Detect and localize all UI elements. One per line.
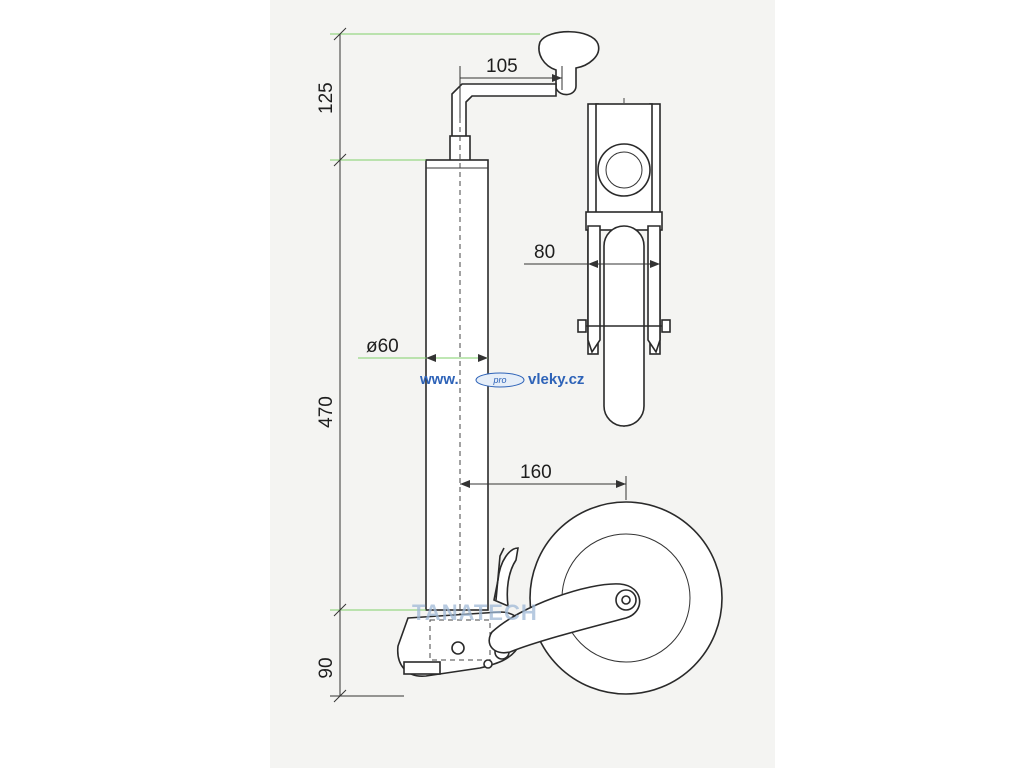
axle-nut-left: [577, 319, 587, 333]
arrow-160-left: [460, 480, 470, 488]
arrow-dia60-right: [478, 354, 488, 362]
watermark-pro-badge: [475, 372, 525, 388]
clamp-bracket-edge: [495, 547, 505, 601]
foot-bolt-3: [483, 659, 493, 669]
tick-tube-bottom: [333, 603, 347, 617]
wheel-swing-arm: [488, 583, 641, 654]
tick-handle: [333, 153, 347, 167]
tick-ground: [333, 689, 347, 703]
tick-top: [333, 27, 347, 41]
arrow-105-right: [552, 74, 562, 82]
dim-label-wheel-width: 80: [534, 242, 555, 263]
handle-knob: [538, 31, 600, 96]
dim-label-wheel-offset: 160: [520, 462, 552, 483]
watermark-url-mid: pro: [492, 375, 506, 385]
arrow-160-right: [616, 480, 626, 488]
dim-label-tube-length: 470: [316, 396, 337, 428]
arrow-dia60-left: [426, 354, 436, 362]
wheel-axle: [621, 595, 631, 605]
watermark-url-right: vleky.cz: [528, 371, 584, 388]
foot-inner-box: [429, 619, 491, 661]
front-view: [577, 98, 671, 430]
watermark-url-left: www.: [419, 371, 459, 388]
tube-section-inner: [605, 151, 643, 189]
foot-bolt-1: [451, 641, 465, 655]
dim-label-handle-height: 125: [316, 82, 337, 114]
arrow-80-left: [588, 260, 598, 268]
fork-arm-left: [587, 225, 601, 354]
dimension-labels: 125 470 90 105 ø60 160 80: [316, 56, 555, 679]
clamp-bracket: [493, 547, 519, 608]
dimension-lines: [330, 27, 660, 703]
fork-arm-right: [647, 225, 661, 354]
watermark-url: www. pro vleky.cz: [419, 371, 584, 388]
axle-nut-right: [661, 319, 671, 333]
watermark-brand: TANATECH: [412, 600, 538, 625]
dim-label-foot-height: 90: [316, 657, 337, 678]
dim-label-tube-diameter: ø60: [366, 336, 399, 357]
foot-pad: [403, 661, 441, 675]
arrow-80-right: [650, 260, 660, 268]
dim-label-handle-offset: 105: [486, 56, 518, 77]
